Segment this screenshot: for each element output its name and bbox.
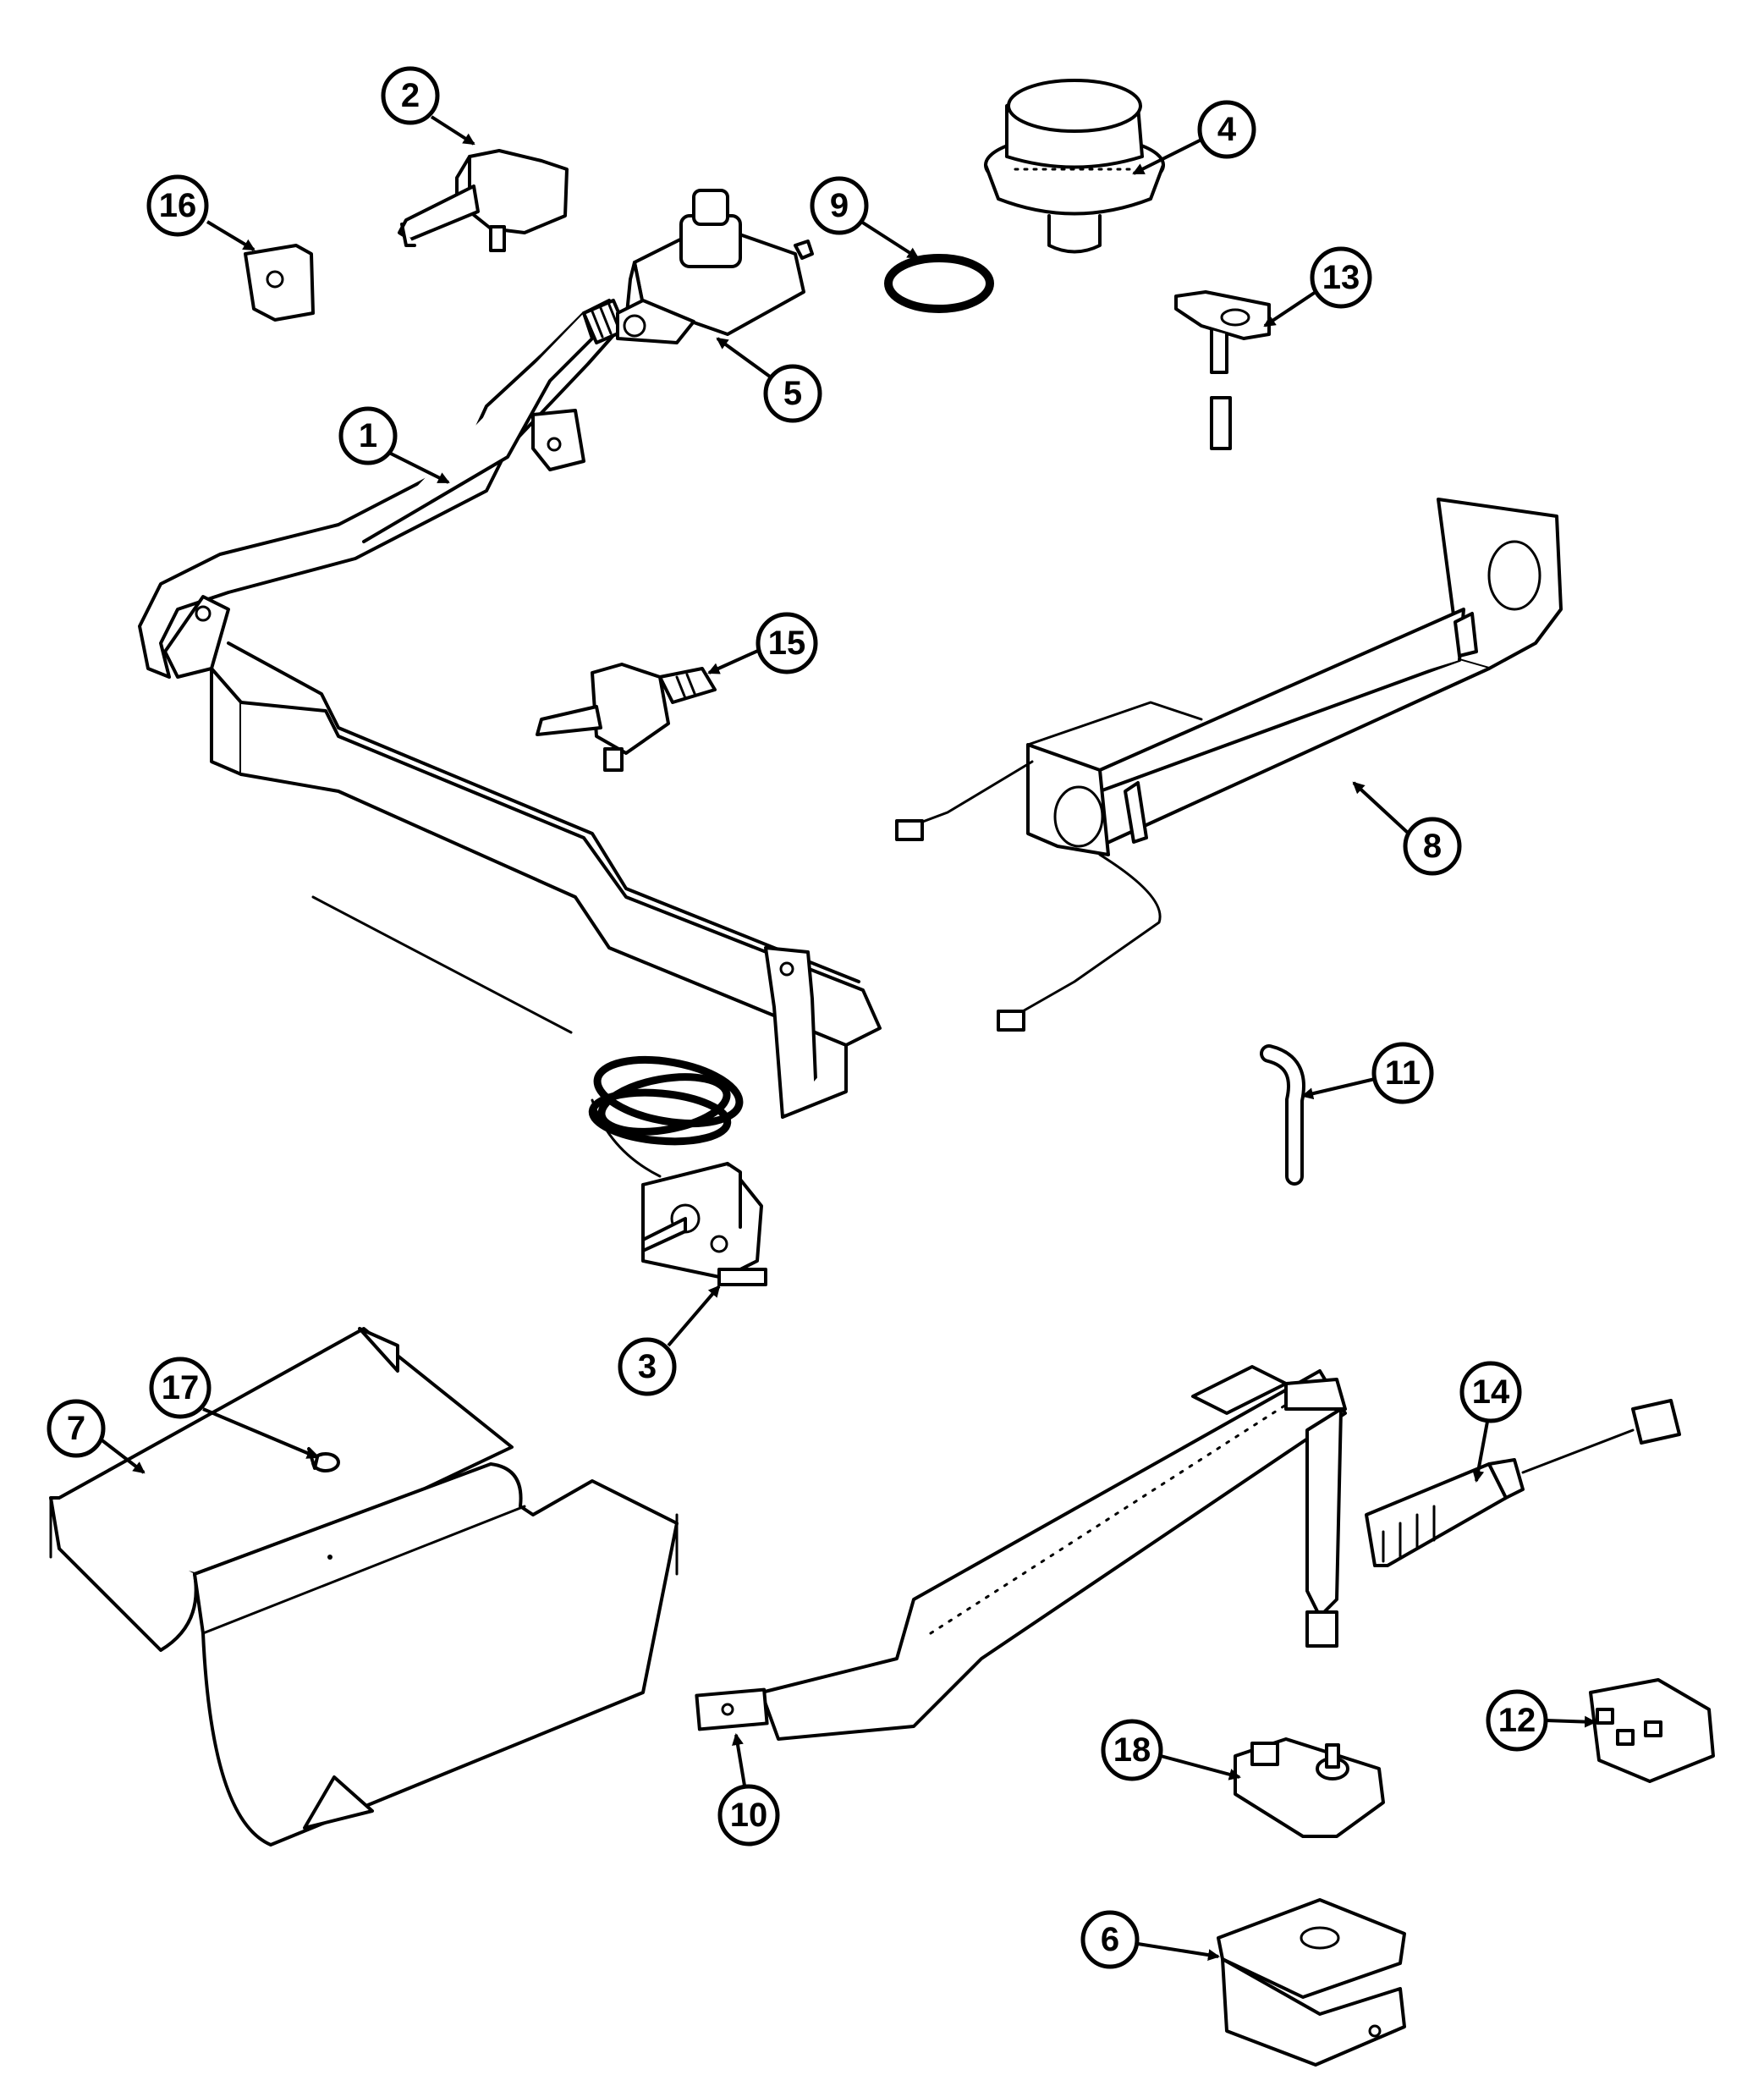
callout-17: 17 bbox=[149, 1357, 212, 1419]
callout-15: 15 bbox=[756, 612, 818, 674]
callout-15-label: 15 bbox=[768, 625, 806, 662]
part-10-oven-burner bbox=[695, 1365, 1347, 1741]
callouts: 1 2 3 4 5 6 bbox=[47, 66, 1596, 1969]
callout-12: 12 bbox=[1486, 1689, 1548, 1752]
callout-4: 4 bbox=[1197, 100, 1256, 159]
callout-10-label: 10 bbox=[730, 1797, 768, 1834]
callout-5: 5 bbox=[763, 364, 822, 423]
part-15-valve bbox=[536, 663, 717, 772]
part-7-heat-shield bbox=[49, 1327, 679, 1847]
callout-8-label: 8 bbox=[1423, 828, 1442, 865]
callout-7-label: 7 bbox=[67, 1410, 85, 1447]
callout-9: 9 bbox=[810, 176, 869, 235]
callout-2: 2 bbox=[381, 66, 440, 125]
callout-16-label: 16 bbox=[159, 187, 197, 224]
part-16-clip bbox=[244, 244, 315, 322]
callout-4-label: 4 bbox=[1217, 111, 1237, 148]
part-14-igniter bbox=[1365, 1399, 1681, 1567]
callout-2-label: 2 bbox=[401, 77, 420, 114]
part-6-bracket bbox=[1217, 1898, 1406, 2067]
callout-11: 11 bbox=[1371, 1042, 1434, 1104]
callout-6-label: 6 bbox=[1101, 1921, 1119, 1958]
callout-3-label: 3 bbox=[638, 1348, 657, 1385]
part-2-valve bbox=[398, 149, 569, 252]
callout-17-label: 17 bbox=[162, 1369, 200, 1406]
callout-10: 10 bbox=[717, 1784, 780, 1847]
callout-13: 13 bbox=[1310, 246, 1372, 309]
callout-12-label: 12 bbox=[1498, 1702, 1536, 1739]
callout-6: 6 bbox=[1080, 1910, 1140, 1969]
part-9-o-ring bbox=[884, 254, 994, 313]
callout-18: 18 bbox=[1101, 1719, 1163, 1781]
part-11-tube bbox=[1260, 1044, 1305, 1186]
callout-16: 16 bbox=[146, 174, 209, 237]
part-12-spark-module bbox=[1589, 1678, 1715, 1783]
callout-14: 14 bbox=[1459, 1361, 1522, 1423]
callout-11-label: 11 bbox=[1385, 1054, 1421, 1092]
part-13-bracket bbox=[1174, 290, 1271, 450]
callout-13-label: 13 bbox=[1322, 259, 1360, 296]
callout-1-label: 1 bbox=[359, 417, 377, 454]
part-4-burner-head bbox=[984, 79, 1165, 254]
callout-3: 3 bbox=[618, 1337, 677, 1396]
part-8-burner-support bbox=[895, 498, 1563, 1032]
callout-1: 1 bbox=[338, 406, 398, 465]
callout-7: 7 bbox=[47, 1399, 106, 1458]
part-5-regulator bbox=[616, 189, 814, 344]
callout-5-label: 5 bbox=[783, 375, 802, 412]
part-3-thermostat bbox=[311, 895, 767, 1286]
part-18-switch bbox=[1234, 1737, 1385, 1838]
part-1-manifold-bracket bbox=[138, 299, 882, 1119]
callout-18-label: 18 bbox=[1113, 1731, 1151, 1769]
callout-8: 8 bbox=[1403, 817, 1462, 876]
callout-14-label: 14 bbox=[1472, 1373, 1510, 1411]
callout-9-label: 9 bbox=[830, 187, 849, 224]
